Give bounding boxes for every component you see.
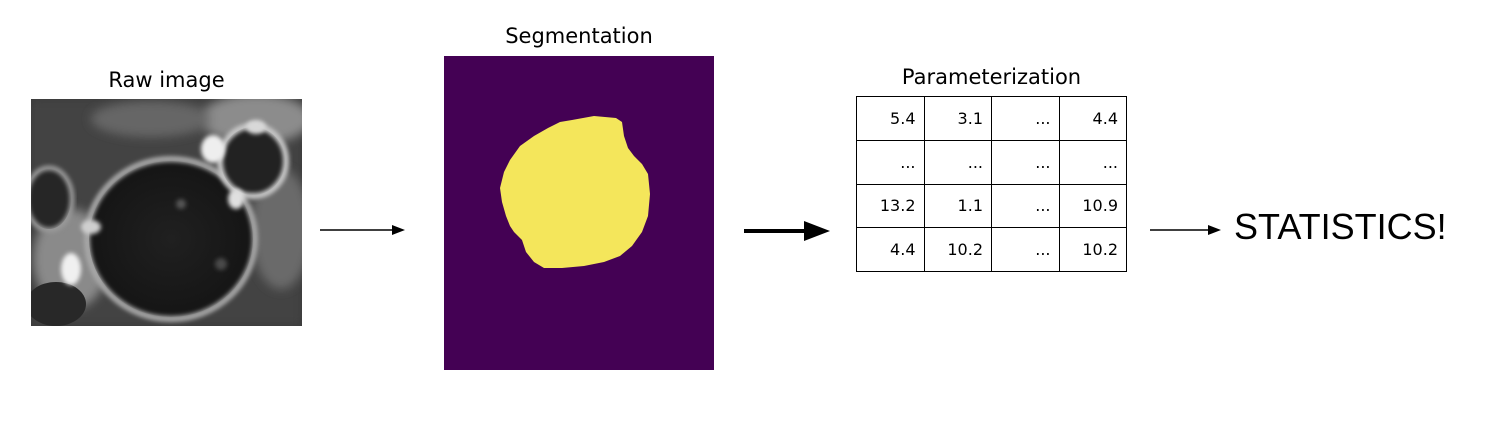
table-cell: 3.1 (923, 96, 992, 141)
segmentation-mask-image (444, 56, 714, 370)
raw-image (31, 99, 302, 326)
table-cell: 10.9 (1058, 183, 1127, 229)
table-cell: ... (1058, 139, 1127, 185)
table-cell: 4.4 (1058, 96, 1127, 141)
table-cell: ... (923, 139, 992, 185)
parameterization-title: Parameterization (901, 65, 1082, 89)
table-cell: ... (991, 183, 1060, 229)
table-cell: ... (856, 139, 925, 185)
parameterization-table: 5.4 3.1 ... 4.4 ... ... ... ... 13.2 1.1… (856, 96, 1127, 272)
arrow-segmentation-to-parameterization (744, 221, 830, 241)
table-cell: 10.2 (1058, 227, 1127, 272)
table-cell: 13.2 (856, 183, 925, 229)
table-row: 4.4 10.2 ... 10.2 (856, 227, 1127, 272)
table-row: 5.4 3.1 ... 4.4 (856, 96, 1127, 141)
raw-image-title: Raw image (108, 68, 225, 92)
table-cell: ... (991, 227, 1060, 272)
table-cell: 10.2 (923, 227, 992, 272)
arrow-parameterization-to-statistics (1150, 225, 1221, 235)
table-cell: ... (991, 139, 1060, 185)
table-cell: 1.1 (923, 183, 992, 229)
table-row: 13.2 1.1 ... 10.9 (856, 183, 1127, 229)
table-row: ... ... ... ... (856, 139, 1127, 185)
table-cell: 5.4 (856, 96, 925, 141)
statistics-label: STATISTICS! (1234, 206, 1447, 247)
table-cell: 4.4 (856, 227, 925, 272)
segmentation-title: Segmentation (505, 24, 653, 48)
arrow-raw-to-segmentation (320, 225, 405, 235)
table-cell: ... (991, 96, 1060, 141)
